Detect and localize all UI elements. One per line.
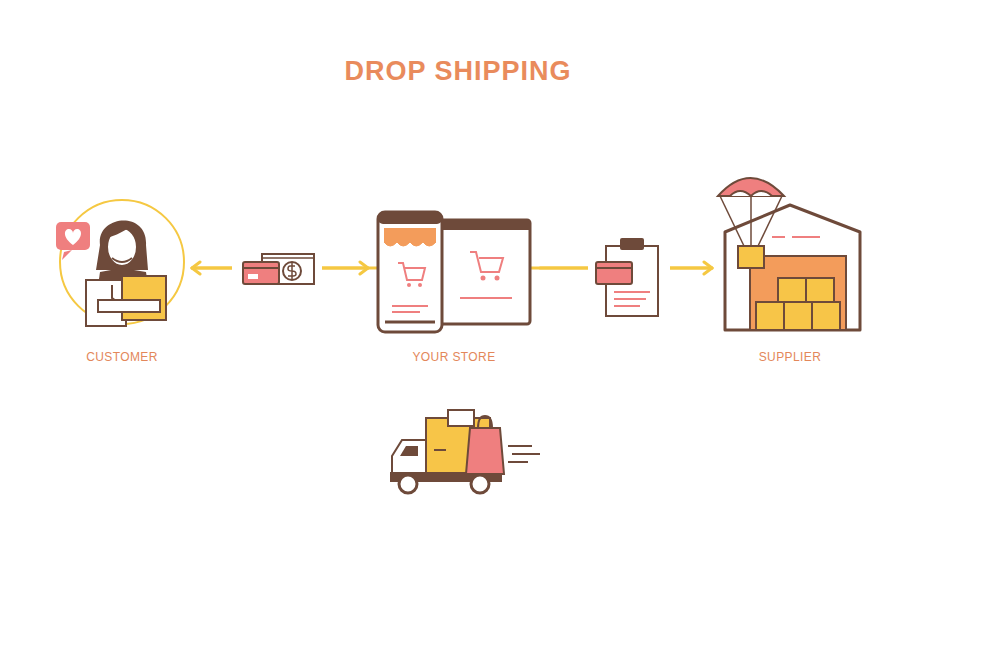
customer-illustration [56, 200, 184, 326]
store-illustration [378, 212, 530, 332]
order-form-icon [588, 234, 670, 324]
diagram-title: DROP SHIPPING [258, 56, 658, 87]
node-label: CUSTOMER [52, 350, 192, 364]
supplier-node: SUPPLIER [712, 166, 868, 368]
store-node: YOUR STORE [368, 204, 540, 368]
node-label: SUPPLIER [712, 350, 868, 364]
customer-node: CUSTOMER [52, 196, 192, 368]
delivery-truck-icon [380, 402, 550, 498]
payment-icon [232, 248, 322, 288]
warehouse-illustration [718, 178, 860, 330]
node-label: YOUR STORE [368, 350, 540, 364]
